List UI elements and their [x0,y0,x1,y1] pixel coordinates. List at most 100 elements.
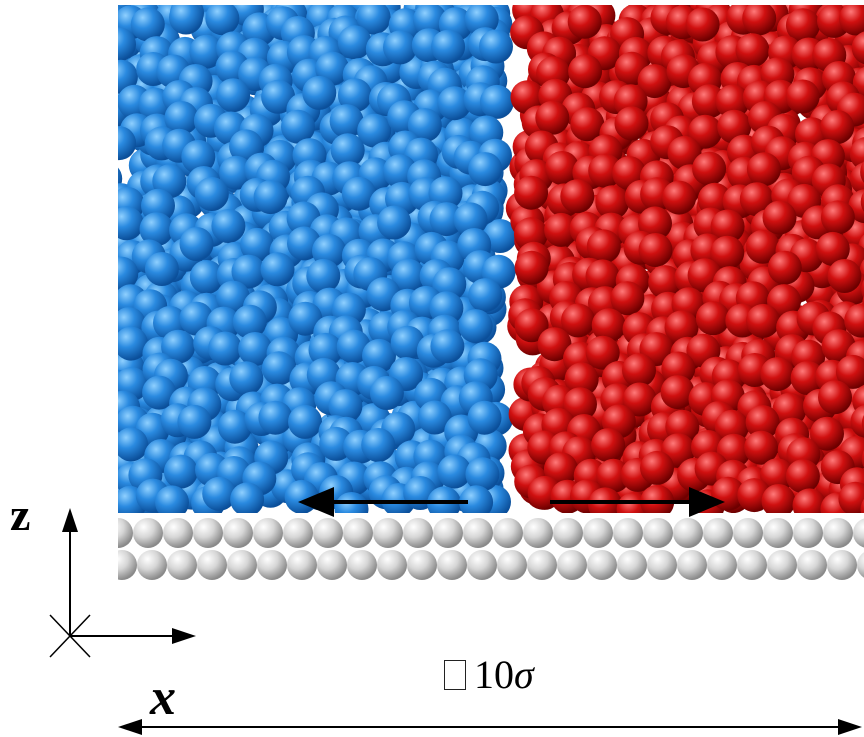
substrate-particle [767,550,797,580]
blue-particle [189,260,224,294]
blue-particle [302,75,337,110]
substrate-particle [403,518,433,548]
substrate-particle [343,518,373,548]
red-particle-cluster [505,5,864,513]
blue-particle [118,326,148,361]
blue-particle [479,29,513,64]
blue-particle [429,202,464,237]
blue-particle [468,152,503,187]
blue-particle [118,206,144,241]
blue-particle [118,126,137,161]
red-particle [767,250,802,285]
blue-particle [430,329,465,364]
red-particle [591,308,626,343]
red-particle [839,5,864,36]
red-particle [638,233,673,267]
red-particle [586,229,621,264]
blue-particle [240,227,275,262]
red-particle [567,5,602,39]
blue-particle [217,409,252,444]
substrate-particle [163,518,193,548]
substrate-particle [287,550,317,580]
blue-particle [169,5,203,35]
blue-particle [306,258,341,293]
blue-particle [142,375,177,410]
scale-bar [118,719,862,735]
blue-particle [232,304,267,339]
substrate-particle [467,550,497,580]
blue-particle [139,212,174,247]
red-particle [545,151,580,185]
red-particle [820,200,855,235]
substrate-particle [703,518,733,548]
substrate-particle [347,550,377,580]
red-particle [662,180,697,215]
red-particle [810,416,844,451]
blue-particle [189,34,224,69]
substrate-particle [433,518,463,548]
blue-particle [467,400,502,435]
blue-particle [479,84,514,119]
blue-particle [155,485,189,513]
blue-particle [177,404,212,439]
red-particle [667,135,702,170]
blue-particle [427,486,462,513]
substrate-particle [223,518,253,548]
red-particle [861,415,864,432]
substrate-particle [227,550,257,580]
red-particle [692,151,727,186]
blue-particle [431,29,466,64]
x-axis-label: x [150,669,176,726]
substrate-particle [737,550,767,580]
red-particle [537,327,572,362]
blue-particle [328,389,363,424]
red-particle [637,64,672,99]
left-spreading-arrow [298,487,468,517]
red-particle [860,498,864,513]
red-particle [614,106,649,141]
red-particle [568,54,603,89]
gray-substrate-particles [118,518,864,580]
red-particle [792,488,827,513]
substrate-particle [827,550,857,580]
red-particle [585,259,620,294]
substrate-particle [733,518,763,548]
blue-particle [330,133,365,168]
blue-particle [118,422,123,446]
blue-particle [356,5,391,35]
blue-particle [216,280,251,315]
red-particle [514,308,549,343]
blue-particle [465,457,500,492]
substrate-particle [677,550,707,580]
red-particle [595,185,630,220]
blue-particle [219,155,254,190]
red-particle [815,231,850,266]
red-particle [742,5,777,36]
blue-particle [369,376,404,410]
blue-particle [163,454,198,489]
red-particle [744,430,779,465]
substrate-particle [118,518,133,548]
blue-particle [202,476,237,511]
blue-particle [337,78,372,113]
blue-particle [130,7,165,42]
blue-particle [407,108,442,143]
red-particle [514,175,549,210]
substrate-particle [583,518,613,548]
substrate-particle [118,550,137,580]
scale-value: 10 [474,652,514,697]
red-particle [544,212,579,247]
substrate-particle [557,550,587,580]
scale-unit: σ [514,652,534,697]
blue-particle [413,5,447,37]
blue-particle [377,205,412,240]
blue-particle [261,79,296,114]
red-particle [849,137,864,171]
red-particle [762,200,797,235]
red-particle [851,31,864,65]
blue-particle [383,30,417,65]
blue-particle [459,485,494,513]
substrate-particle [463,518,493,548]
substrate-particle [613,518,643,548]
